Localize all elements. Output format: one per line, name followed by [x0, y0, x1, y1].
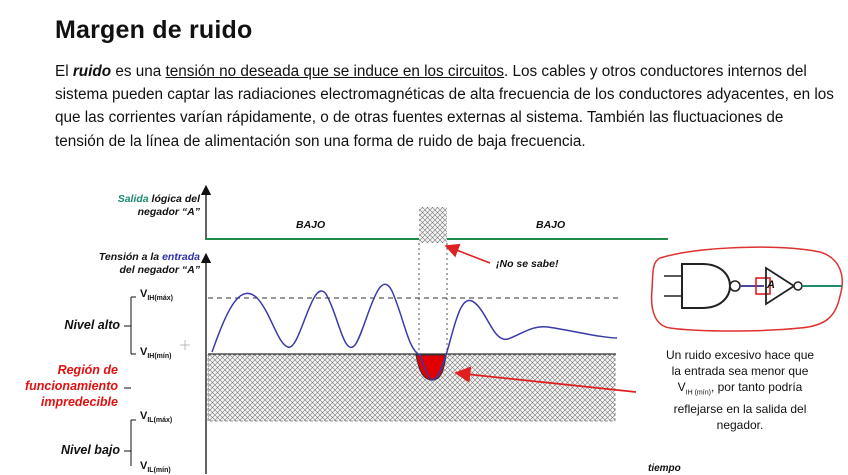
region-label: Región de funcionamiento impredecible	[0, 362, 118, 410]
v-subscript: IL(máx)	[147, 417, 173, 425]
v-symbol: V	[140, 410, 148, 422]
nand-gate-icon	[664, 263, 741, 309]
unknown-arrow	[444, 243, 491, 264]
input-marker	[755, 277, 771, 295]
paragraph-text: es una	[111, 63, 166, 80]
unknown-output-region	[419, 207, 447, 243]
red-outline	[650, 246, 843, 332]
noise-note: Un ruido excesivo hace que la entrada sea…	[640, 347, 840, 433]
nivel-bajo-label: Nivel bajo	[60, 443, 120, 457]
vih-max-label: VIH(máx)	[140, 288, 173, 302]
v-subscript: IH(máx)	[147, 295, 174, 303]
unknown-label: ¡No se sabe!	[496, 258, 559, 270]
v-symbol: V	[140, 288, 148, 300]
ruido-keyword: ruido	[72, 63, 112, 80]
v-symbol: V	[677, 380, 686, 394]
input-label-text: del negador “A”	[119, 264, 200, 276]
output-label-text: negador “A”	[137, 206, 200, 218]
v-symbol: V	[140, 346, 148, 358]
region-label-line: Región de	[57, 363, 118, 377]
note-arrow	[454, 366, 637, 393]
note-line: Un ruido excesivo hace que	[665, 348, 815, 362]
region-label-line: impredecible	[40, 395, 118, 409]
paragraph-text: El	[55, 63, 73, 80]
page-title: Margen de ruido	[55, 16, 253, 44]
note-line: reflejarse en la salida del	[673, 402, 807, 417]
entrada-word: entrada	[162, 251, 200, 263]
note-line: la entrada sea menor que	[671, 364, 809, 378]
v-symbol: V	[140, 460, 148, 472]
input-signal	[211, 283, 618, 381]
vil-min-label: VIL(mín)	[140, 460, 171, 474]
underlined-definition: tensión no deseada que se induce en los …	[165, 63, 505, 80]
cursor-mark	[180, 340, 190, 350]
v-subscript: IL(mín)	[147, 467, 171, 475]
intro-paragraph: El ruido es una tensión no deseada que s…	[55, 60, 835, 153]
gate-a-label: A	[767, 279, 775, 291]
v-subscript: IH (mín)	[685, 389, 711, 397]
unpredictable-region	[207, 354, 616, 422]
output-label-text: lógica del	[148, 193, 200, 205]
time-axis-label: tiempo	[648, 463, 681, 474]
input-label-text: Tensión a la	[98, 251, 163, 263]
vil-max-label: VIL(máx)	[140, 410, 172, 424]
region-label-line: funcionamiento	[24, 379, 118, 393]
vih-min-label: VIH(mín)	[140, 346, 171, 360]
note-line: negador.	[716, 418, 764, 433]
nivel-alto-label: Nivel alto	[64, 318, 120, 332]
v-subscript: IH(mín)	[147, 353, 172, 361]
paragraph-text: . Los cables y otros conductores interno…	[55, 63, 834, 150]
bajo-right-label: BAJO	[536, 219, 566, 231]
note-line: , por tanto podría	[710, 380, 803, 394]
bajo-left-label: BAJO	[296, 219, 326, 231]
salida-word: Salida	[117, 193, 149, 205]
